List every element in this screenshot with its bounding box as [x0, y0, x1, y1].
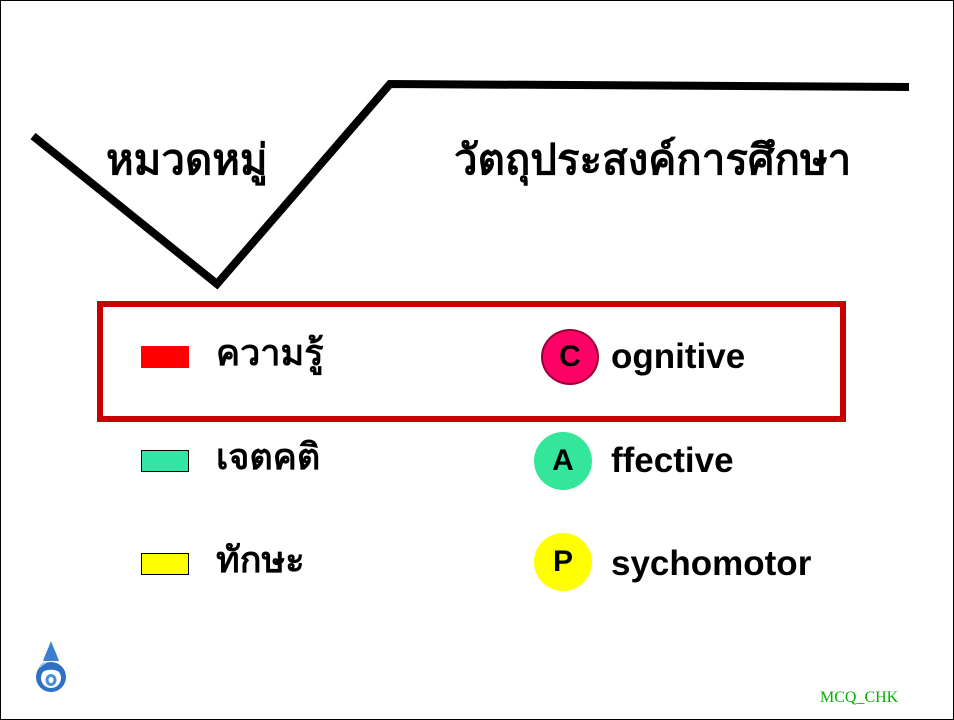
- objectives-heading: วัตถุประสงค์การศึกษา: [454, 135, 852, 184]
- thai-label-attitude: เจตคติ: [216, 437, 321, 478]
- english-word-affective: ffective: [611, 441, 734, 480]
- red-swatch: [141, 346, 189, 368]
- yellow-swatch: [141, 553, 189, 575]
- circle-letter-a: A: [534, 432, 592, 490]
- english-word-cognitive: ognitive: [611, 337, 746, 376]
- droplet-emblem-icon: [36, 641, 66, 692]
- circle-letter-c: C: [541, 329, 599, 385]
- row-affective: เจตคติ A ffective: [1, 430, 953, 490]
- row-psychomotor: ทักษะ P sychomotor: [1, 533, 953, 593]
- footer-tag: MCQ_CHK: [820, 689, 899, 706]
- thai-label-skill: ทักษะ: [216, 540, 305, 581]
- green-swatch: [141, 450, 189, 472]
- category-heading: หมวดหมู่: [106, 135, 268, 184]
- cognitive-highlight-box: [97, 301, 846, 422]
- row-cognitive: ความรู้ C ognitive: [1, 326, 953, 386]
- circle-letter-p: P: [534, 533, 592, 591]
- english-word-psychomotor: sychomotor: [611, 544, 812, 583]
- thai-label-knowledge: ความรู้: [216, 333, 324, 374]
